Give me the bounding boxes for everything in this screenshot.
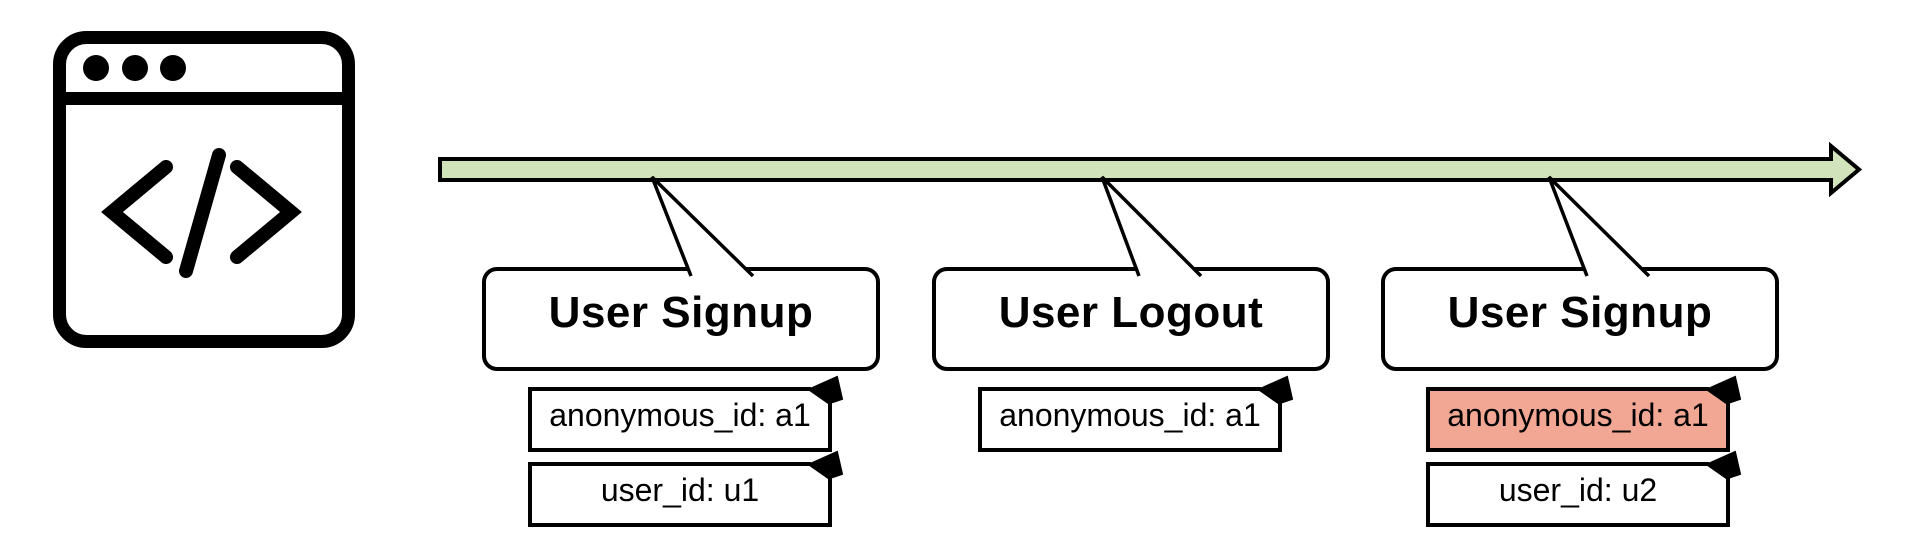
event-title: User Signup (1447, 288, 1713, 337)
event-title: User Logout (998, 288, 1264, 337)
browser-dot-icon (160, 55, 186, 81)
callout-tail (650, 175, 755, 278)
tag-anonymous-id: anonymous_id: a1 (999, 397, 1261, 433)
tag-user-id: user_id: u2 (1498, 472, 1658, 508)
event-title: User Signup (548, 288, 814, 337)
callout-tail (1100, 175, 1203, 278)
event-callout-user-signup-2: User Signup (1381, 267, 1779, 371)
event-callout-user-logout: User Logout (932, 267, 1330, 371)
browser-window-code-icon (53, 31, 355, 348)
code-glyph-icon (101, 148, 302, 278)
tag-anonymous-id: anonymous_id: a1 (549, 397, 811, 433)
browser-dot-icon (83, 55, 109, 81)
callout-tail (1547, 175, 1651, 278)
tag-anonymous-id-highlighted: anonymous_id: a1 (1447, 397, 1709, 433)
event-callout-user-signup-1: User Signup (482, 267, 880, 371)
browser-dot-icon (122, 55, 148, 81)
timeline-arrow (438, 141, 1863, 198)
tag-user-id: user_id: u1 (600, 472, 760, 508)
browser-window-frame (53, 31, 355, 348)
